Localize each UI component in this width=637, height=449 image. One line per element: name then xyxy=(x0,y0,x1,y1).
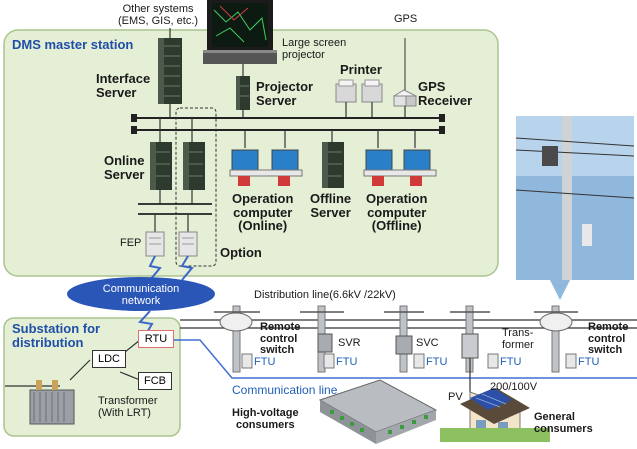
lan-bus xyxy=(134,117,442,131)
remote-control-switch-icon xyxy=(219,312,573,332)
option-dashed-box xyxy=(175,107,217,267)
remote-control-switch-label-1: Remote control switch xyxy=(260,321,301,357)
interface-server-label: Interface Server xyxy=(96,71,151,100)
communication-line-label: Communication line xyxy=(232,383,338,397)
high-voltage-consumers-icon xyxy=(318,379,438,444)
general-consumers-icon xyxy=(440,388,550,442)
ftu-label-2: FTU xyxy=(336,356,358,368)
operation-offline-label: Operation computer (Offline) xyxy=(366,191,428,234)
projector-server-label: Projector Server xyxy=(256,79,314,108)
communication-line xyxy=(160,339,637,379)
svr-icon xyxy=(317,333,333,353)
ftu-icon xyxy=(241,353,577,369)
high-voltage-consumers-label: High-voltage consumers xyxy=(232,407,299,431)
dms-panel-title: DMS master station xyxy=(12,37,134,52)
svc-icon xyxy=(395,335,413,355)
transformer-lrt-label: Transformer (With LRT) xyxy=(98,395,158,419)
printer-label: Printer xyxy=(340,62,382,77)
option-label: Option xyxy=(220,245,262,260)
printer-icon xyxy=(335,79,383,103)
svc-label: SVC xyxy=(416,337,439,349)
general-consumers-label: General consumers xyxy=(534,411,593,435)
pole-transformer-icon xyxy=(461,333,479,359)
operation-computer-offline-icon xyxy=(363,149,437,186)
voltage-200-100-label: 200/100V xyxy=(490,381,538,393)
transformer-icon xyxy=(29,380,75,425)
ftu-label-1: FTU xyxy=(254,356,276,368)
projector-server-icon xyxy=(236,76,250,110)
fep-icon xyxy=(145,231,198,257)
distribution-line-label: Distribution line(6.6kV /22kV) xyxy=(254,289,396,301)
online-server-label: Online Server xyxy=(104,153,145,182)
gps-label: GPS xyxy=(394,13,418,25)
remote-control-switch-label-2: Remote control switch xyxy=(588,321,629,357)
pole-transformer-label: Trans- former xyxy=(502,327,534,351)
rtu-box: RTU xyxy=(138,330,174,348)
large-screen-projector-icon xyxy=(203,0,277,64)
fcb-box: FCB xyxy=(138,372,172,390)
other-systems-label: Other systems (EMS, GIS, etc.) xyxy=(118,3,199,27)
online-server-icon xyxy=(150,142,205,190)
ldc-box: LDC xyxy=(92,350,126,368)
large-screen-projector-label: Large screen projector xyxy=(282,37,347,61)
ftu-label-4: FTU xyxy=(500,356,522,368)
offline-server-icon xyxy=(322,142,344,188)
gps-receiver-icon xyxy=(392,38,418,107)
offline-server-label: Offline Server xyxy=(310,191,352,220)
ftu-label-3: FTU xyxy=(426,356,448,368)
wireless-link-icon xyxy=(148,255,162,281)
operation-computer-online-icon xyxy=(229,149,303,186)
communication-network-label: Communication network xyxy=(102,283,180,307)
ftu-label-5: FTU xyxy=(578,356,600,368)
pv-label: PV xyxy=(448,391,463,403)
operation-online-label: Operation computer (Online) xyxy=(232,191,294,234)
interface-server-icon xyxy=(158,38,182,104)
communication-network-oval xyxy=(67,277,215,311)
pole-photo xyxy=(515,116,635,300)
svr-label: SVR xyxy=(338,337,361,349)
substation-panel-title: Substation for distribution xyxy=(12,321,101,350)
fep-label: FEP xyxy=(120,237,142,249)
gps-receiver-label: GPS Receiver xyxy=(418,79,473,108)
